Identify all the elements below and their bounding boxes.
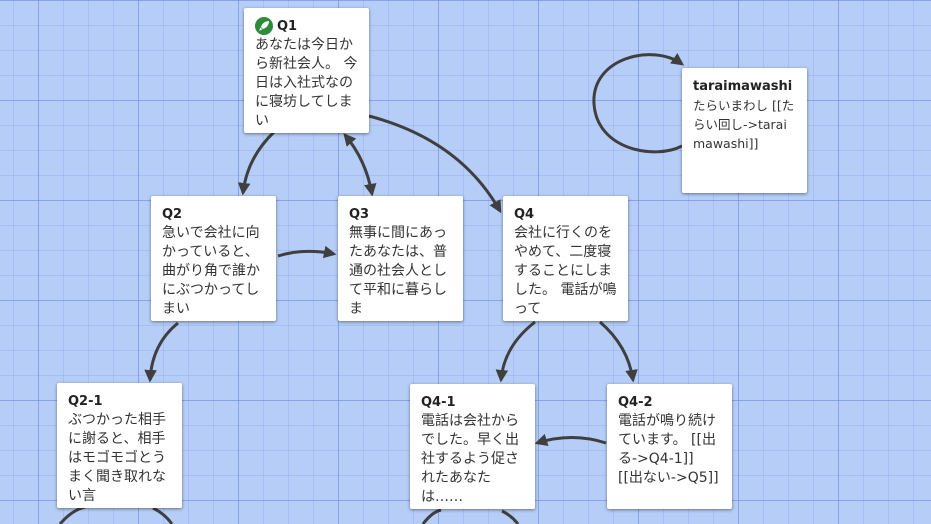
passage-title: taraimawashi <box>693 78 793 94</box>
passage-taraimawashi[interactable]: taraimawashi たらいまわし [[たらい回し->taraimawash… <box>682 68 807 193</box>
arrow-q2-1-out-2 <box>152 506 174 524</box>
passage-body: あなたは今日から新社会人。 今日は入社式なのに寝坊してしまい <box>255 37 358 129</box>
passage-title: Q4 <box>514 206 535 222</box>
arrow-q4-1-out-2 <box>501 509 520 524</box>
passage-body: たらいまわし [[たらい回し->taraimawashi]] <box>693 98 795 151</box>
rocket-icon <box>255 17 273 35</box>
arrow-q1-q2 <box>237 130 276 196</box>
arrow-q1-q3 <box>343 133 377 197</box>
arrow-q2-q2-1 <box>144 321 179 383</box>
passage-title: Q3 <box>349 206 370 222</box>
passage-title: Q2 <box>162 206 183 222</box>
passage-q4-1[interactable]: Q4-1 電話は会社からでした。早く出社するよう促されたあなたは…… <box>410 384 535 509</box>
passage-title: Q2-1 <box>68 393 103 409</box>
passage-q4[interactable]: Q4 会社に行くのをやめて、二度寝することにしました。 電話が鳴って <box>503 196 628 321</box>
passage-q4-2[interactable]: Q4-2 電話が鳴り続けています。 [[出る->Q4-1]] [[出ない->Q5… <box>607 384 732 509</box>
passage-q1[interactable]: Q1 あなたは今日から新社会人。 今日は入社式なのに寝坊してしまい <box>244 8 369 133</box>
passage-title-text: Q1 <box>277 18 298 34</box>
passage-body: 急いで会社に向かっていると、曲がり角で誰かにぶつかってしまい <box>162 225 260 317</box>
passage-title: Q4-2 <box>618 394 653 410</box>
passage-q2[interactable]: Q2 急いで会社に向かっていると、曲がり角で誰かにぶつかってしまい <box>151 196 276 321</box>
arrow-q4-q4-1 <box>495 320 536 383</box>
passage-title: Q4-1 <box>421 394 456 410</box>
arrow-q2-1-out <box>58 505 86 524</box>
passage-body: 会社に行くのをやめて、二度寝することにしました。 電話が鳴って <box>514 225 617 317</box>
passage-body: 無事に間にあったあなたは、普通の社会人として平和に暮らしま <box>349 225 447 317</box>
passage-body: 電話は会社からでした。早く出社するよう促されたあなたは…… <box>421 413 519 505</box>
arrow-q4-q4-2 <box>599 320 638 383</box>
passage-title: Q1 <box>255 17 359 35</box>
arrow-q4-1-out <box>421 508 442 524</box>
passage-body: 電話が鳴り続けています。 [[出る->Q4-1]] [[出ない->Q5]] <box>618 413 719 486</box>
passage-q2-1[interactable]: Q2-1 ぶつかった相手に謝ると、相手はモゴモゴとうまく聞き取れない言 <box>57 383 182 508</box>
arrow-q2-q3 <box>277 245 337 259</box>
arrow-taraimawashi-self <box>592 53 685 154</box>
arrow-q4-2-q4-1 <box>534 433 607 446</box>
passage-body: ぶつかった相手に謝ると、相手はモゴモゴとうまく聞き取れない言 <box>68 412 166 504</box>
passage-q3[interactable]: Q3 無事に間にあったあなたは、普通の社会人として平和に暮らしま <box>338 196 463 321</box>
